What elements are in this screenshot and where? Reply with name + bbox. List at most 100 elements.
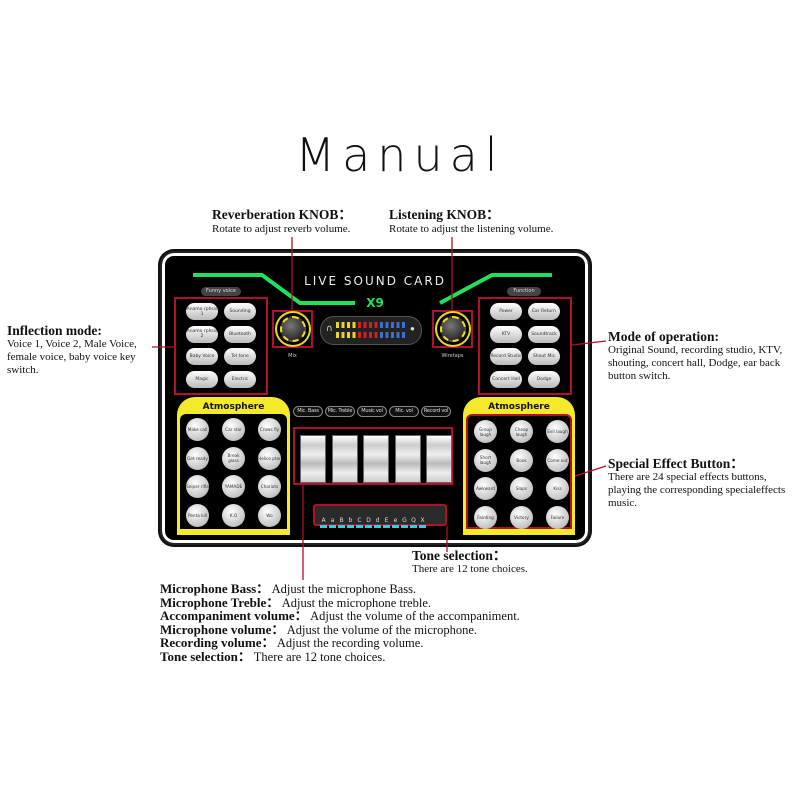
- effect-button-left[interactable]: Car star: [222, 418, 245, 441]
- atmosphere-left-label: Atmosphere: [202, 402, 265, 412]
- function-button[interactable]: Dodge: [528, 370, 560, 388]
- slider-label: Mic. Treble: [325, 406, 355, 417]
- tone-option[interactable]: a: [328, 517, 337, 528]
- device-name: LIVE SOUND CARD: [304, 274, 446, 288]
- voice-button[interactable]: Magic: [186, 370, 218, 388]
- meter-led: [380, 332, 383, 338]
- effect-button-left[interactable]: YAMADE: [222, 475, 245, 498]
- listening-knob[interactable]: [439, 316, 466, 342]
- function-button[interactable]: Concert Hall: [490, 370, 522, 388]
- effect-button-right[interactable]: Cheap laugh: [510, 420, 533, 443]
- description-term: Tone selection：: [160, 648, 251, 664]
- headphone-icon: ∩: [326, 324, 333, 334]
- listening-text: Rotate to adjust the listening volume.: [389, 223, 554, 235]
- callout-lines: [152, 237, 607, 580]
- tone-option[interactable]: e: [391, 517, 400, 528]
- special-line: There are 24 special effects buttons,: [608, 471, 767, 483]
- tone-option[interactable]: Q: [409, 517, 418, 528]
- description-row: Accompaniment volume： Adjust the volume …: [160, 609, 520, 623]
- voice-button[interactable]: Sounding: [224, 303, 256, 320]
- meter-leds: [336, 322, 405, 338]
- description-row: Microphone volume： Adjust the volume of …: [160, 622, 520, 636]
- description-term: Recording volume：: [160, 635, 275, 650]
- green-trim-left: [193, 273, 355, 305]
- effect-button-left[interactable]: Wo: [258, 503, 281, 527]
- slider-panel: [293, 427, 453, 485]
- description-row: Recording volume： Adjust the recording v…: [160, 636, 520, 650]
- voice-button[interactable]: Tel tone: [224, 348, 256, 365]
- function-button[interactable]: Ear Return: [528, 303, 560, 320]
- effect-button-right[interactable]: Victory: [510, 505, 533, 529]
- reverb-knob[interactable]: [279, 316, 306, 342]
- meter-led: [369, 332, 372, 338]
- effect-button-left[interactable]: Break glass: [222, 446, 245, 470]
- effect-button-right[interactable]: Kiss: [546, 477, 569, 500]
- fader[interactable]: [331, 435, 358, 483]
- effect-button-left[interactable]: Make call: [186, 418, 209, 441]
- voice-button[interactable]: Anamo rphsis 2: [186, 325, 218, 343]
- meter-led: [374, 322, 378, 328]
- effect-button-right[interactable]: Fainting: [474, 505, 497, 529]
- wiretaps-label: Wiretaps: [441, 353, 464, 359]
- function-button[interactable]: Shout Mic: [528, 348, 560, 365]
- meter-led: [363, 322, 367, 328]
- meter-led: [352, 332, 356, 338]
- effect-button-left[interactable]: Penta kill: [186, 503, 209, 527]
- effect-button-right[interactable]: Failure: [546, 505, 569, 529]
- tone-led: [374, 525, 381, 528]
- atmosphere-right-label: Atmosphere: [488, 402, 550, 412]
- tone-option[interactable]: G: [400, 517, 409, 528]
- description-text: Adjust the volume of the accompaniment.: [310, 609, 520, 623]
- effect-button-left[interactable]: Get ready: [186, 446, 209, 470]
- effect-button-right[interactable]: Boos: [510, 448, 533, 472]
- level-meter: ∩ ●: [320, 316, 422, 345]
- effect-button-left[interactable]: Helico pter: [258, 446, 281, 470]
- effect-button-right[interactable]: Short laugh: [474, 448, 497, 472]
- effect-button-right[interactable]: Awkward: [474, 477, 497, 500]
- effect-button-right[interactable]: Slaps: [510, 477, 533, 500]
- mode-annotation: Mode of operation: Original Sound, recor…: [608, 330, 782, 383]
- function-button[interactable]: KTV: [490, 325, 522, 343]
- tone-led: [365, 525, 372, 528]
- fader[interactable]: [426, 435, 452, 483]
- tone-option[interactable]: b: [346, 517, 355, 528]
- tone-option[interactable]: X: [418, 517, 427, 528]
- tone-option[interactable]: E: [382, 517, 391, 528]
- fader[interactable]: [300, 435, 326, 483]
- function-button[interactable]: Power: [490, 303, 522, 320]
- meter-led: [402, 332, 405, 338]
- atmosphere-right: Atmosphere Group laugh Cheap laugh Evil la…: [463, 397, 575, 535]
- voice-button[interactable]: Baby Voice: [186, 348, 218, 365]
- fader[interactable]: [394, 435, 421, 483]
- effect-button-left[interactable]: K.O: [222, 503, 245, 527]
- voice-button[interactable]: Bluetooth: [224, 325, 256, 343]
- description-row: Microphone Treble： Adjust the microphone…: [160, 595, 520, 609]
- tone-option[interactable]: d: [373, 517, 382, 528]
- meter-led: [380, 322, 383, 328]
- meter-led: [396, 332, 400, 338]
- tone-option[interactable]: A: [319, 517, 328, 528]
- tone-letter: G: [402, 517, 407, 524]
- effect-button-left[interactable]: Sniper rifle: [186, 475, 209, 498]
- function-button[interactable]: Soundtrack: [528, 325, 560, 343]
- fader[interactable]: [363, 435, 389, 483]
- effect-button-left[interactable]: Chariots: [258, 475, 281, 498]
- voice-button[interactable]: Anamo rphsis 1: [186, 303, 218, 320]
- tone-option[interactable]: C: [355, 517, 364, 528]
- tone-option[interactable]: B: [337, 517, 346, 528]
- tone-led: [356, 525, 363, 528]
- effect-button-right[interactable]: Come out: [546, 448, 569, 472]
- voice-button[interactable]: Electric: [224, 370, 256, 388]
- tone-text: There are 12 tone choices.: [412, 563, 528, 575]
- effect-button-right[interactable]: Group laugh: [474, 420, 497, 443]
- function-button[interactable]: Record Studio: [490, 348, 522, 365]
- effect-button-right[interactable]: Evil laugh: [546, 420, 569, 443]
- tone-option[interactable]: D: [364, 517, 373, 528]
- effect-button-left[interactable]: Crows fly: [258, 418, 281, 441]
- listening-title: Listening KNOB：: [389, 207, 500, 222]
